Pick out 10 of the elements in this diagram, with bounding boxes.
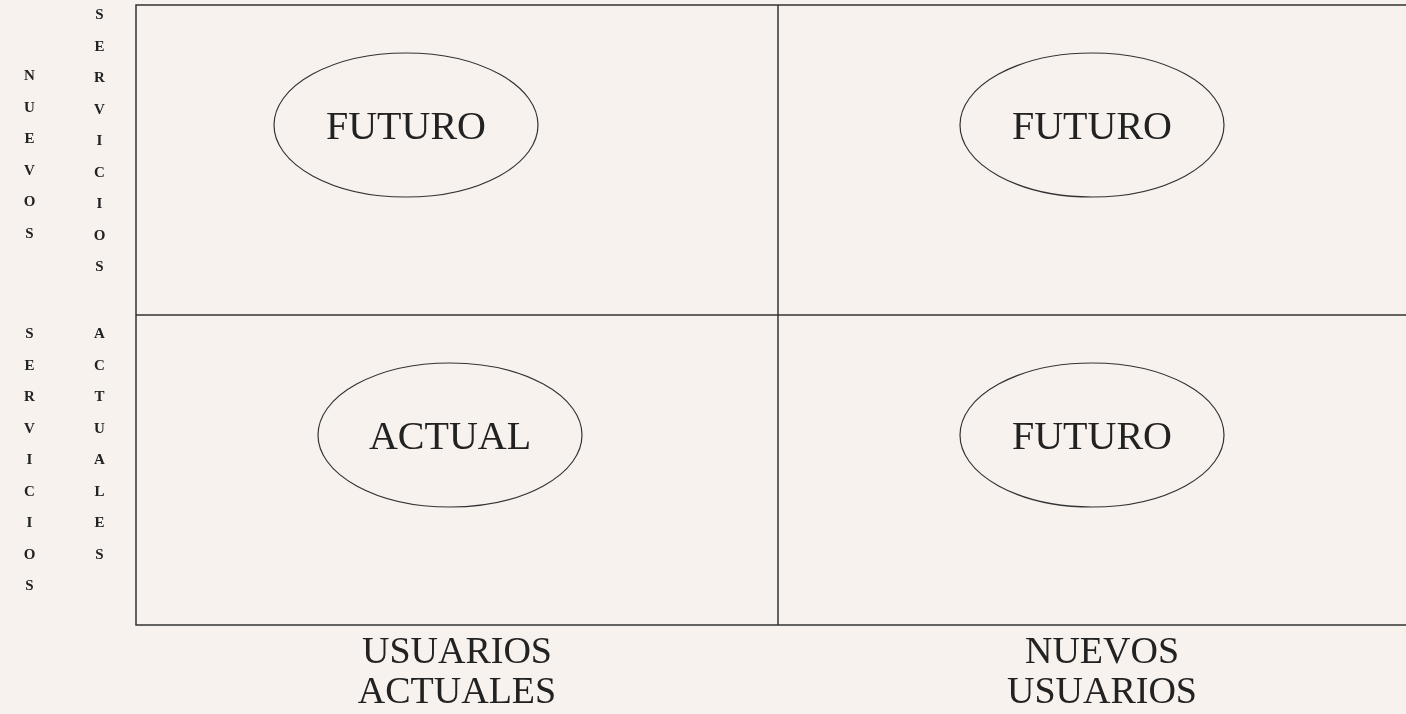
quadrant-label: FUTURO	[1012, 101, 1172, 149]
row-axis-label: SERVICIOS	[92, 5, 107, 276]
quadrant-label: FUTURO	[326, 101, 486, 149]
row-axis-label: NUEVOS	[22, 66, 37, 243]
row-axis-label: SERVICIOS	[22, 324, 37, 595]
quadrant-label: ACTUAL	[368, 411, 532, 459]
row-axis-label: ACTUALES	[93, 324, 106, 564]
quadrant-label: FUTURO	[1012, 411, 1172, 459]
column-axis-label: NUEVOS USUARIOS	[1005, 630, 1198, 710]
column-axis-label: USUARIOS ACTUALES	[356, 630, 558, 710]
